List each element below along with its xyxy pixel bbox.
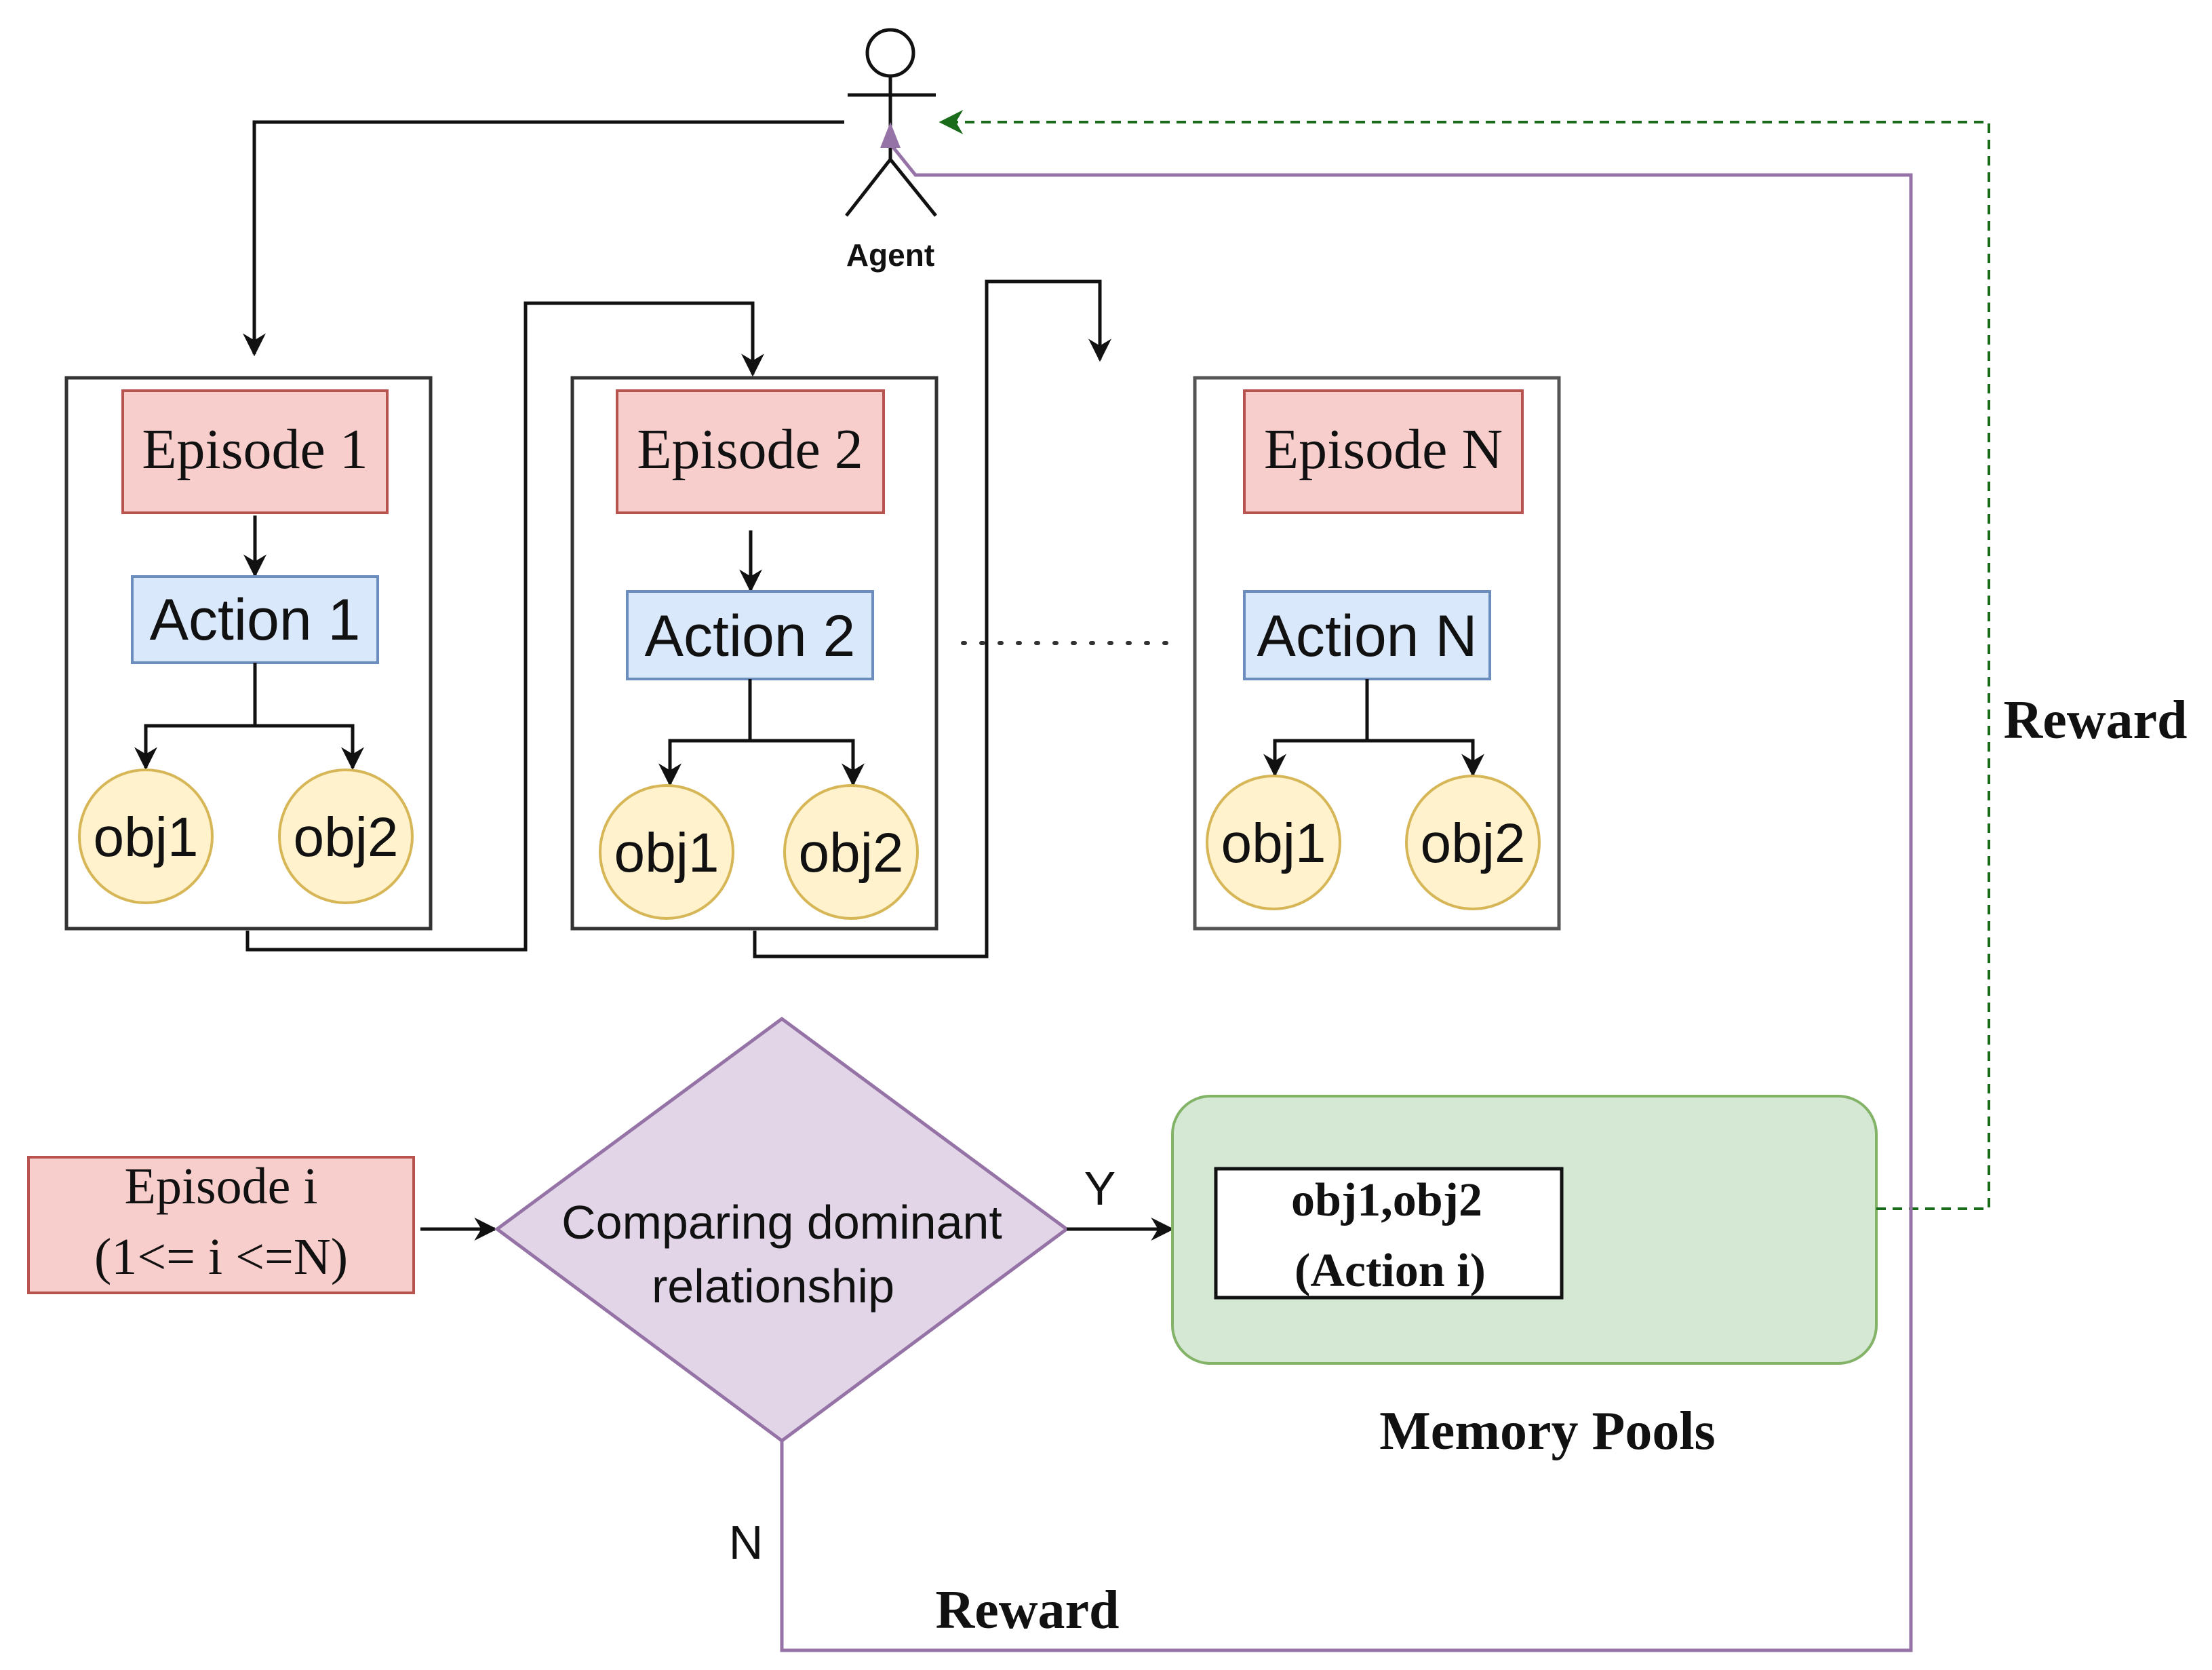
decision-label-line2: relationship bbox=[652, 1260, 894, 1313]
reward-feedback-path bbox=[780, 142, 1913, 1652]
reward-right-label: Reward bbox=[2003, 691, 2187, 750]
episode-1-title: Episode 1 bbox=[142, 418, 368, 481]
episode-2-box bbox=[616, 389, 885, 514]
episode-n-obj1-label: obj1 bbox=[1221, 813, 1326, 874]
action-1-branch-right bbox=[255, 724, 364, 771]
episode-1-obj1-label: obj1 bbox=[93, 807, 198, 868]
memory-entry-line1: obj1,obj2 bbox=[1291, 1174, 1482, 1226]
memory-entry-line2: (Action i) bbox=[1295, 1245, 1486, 1297]
episode-i-line2: (1<= i <=N) bbox=[94, 1228, 348, 1285]
episode-2-obj2-label: obj2 bbox=[798, 822, 903, 884]
action-n-branch-right bbox=[1367, 739, 1484, 777]
agent-right-leg bbox=[889, 158, 937, 217]
episode-1-obj2-label: obj2 bbox=[293, 807, 398, 868]
agent-left-leg bbox=[845, 158, 892, 217]
episode-2-title: Episode 2 bbox=[637, 418, 863, 481]
action-1-box bbox=[131, 575, 379, 664]
reward-bottom-label: Reward bbox=[935, 1580, 1119, 1640]
decision-label-line1: Comparing dominant bbox=[561, 1196, 1002, 1249]
agent-feedback-arrowhead bbox=[880, 122, 901, 148]
episode-2-obj1-label: obj1 bbox=[614, 822, 719, 884]
action-2-box bbox=[626, 590, 874, 680]
reward-dashed-path bbox=[939, 110, 1990, 1210]
episode-2-group: Episode 2 Action 2 obj1 obj2 bbox=[570, 376, 939, 931]
episode-n-box bbox=[1243, 389, 1524, 514]
action-n-box bbox=[1243, 590, 1491, 680]
episode-n-obj1-node bbox=[1206, 775, 1341, 910]
episode-1-group: Episode 1 Action 1 obj1 obj2 bbox=[64, 376, 433, 931]
episode-1-obj2-node bbox=[278, 769, 414, 904]
episode-i-box bbox=[27, 1156, 415, 1294]
memory-pools-caption: Memory Pools bbox=[1379, 1401, 1715, 1461]
agent-actor bbox=[845, 28, 937, 217]
episode1-to-episode2-arrow bbox=[245, 301, 764, 952]
episode-i-line1: Episode i bbox=[125, 1158, 318, 1215]
action-2-branch bbox=[658, 679, 752, 787]
action-2-branch-right bbox=[750, 739, 865, 787]
memory-entry-box bbox=[1214, 1167, 1564, 1300]
decision-no-label: N bbox=[729, 1516, 764, 1569]
action-n-branch bbox=[1263, 679, 1369, 777]
episode-2-obj1-node bbox=[599, 784, 734, 920]
episode-chain-connectors bbox=[243, 120, 1111, 958]
episode-n-obj2-label: obj2 bbox=[1420, 813, 1525, 874]
episode-2-obj2-node bbox=[783, 784, 919, 920]
decision-yes-label: Y bbox=[1084, 1162, 1116, 1215]
agent-label: Agent bbox=[846, 237, 934, 273]
episode2-to-next-arrow bbox=[753, 279, 1111, 958]
action-2-label: Action 2 bbox=[645, 604, 856, 669]
action-1-label: Action 1 bbox=[150, 587, 361, 653]
agent-to-episode1-arrow bbox=[243, 120, 844, 357]
episode-n-title: Episode N bbox=[1264, 418, 1503, 481]
action-1-branch bbox=[134, 663, 257, 771]
episode-n-group: Episode N Action N obj1 obj2 bbox=[1193, 376, 1561, 931]
episode-1-box bbox=[121, 389, 389, 514]
episode-1-obj1-node bbox=[78, 769, 214, 904]
agent-head bbox=[865, 28, 915, 78]
episode-n-obj2-node bbox=[1405, 775, 1541, 910]
action-n-label: Action N bbox=[1257, 604, 1477, 669]
